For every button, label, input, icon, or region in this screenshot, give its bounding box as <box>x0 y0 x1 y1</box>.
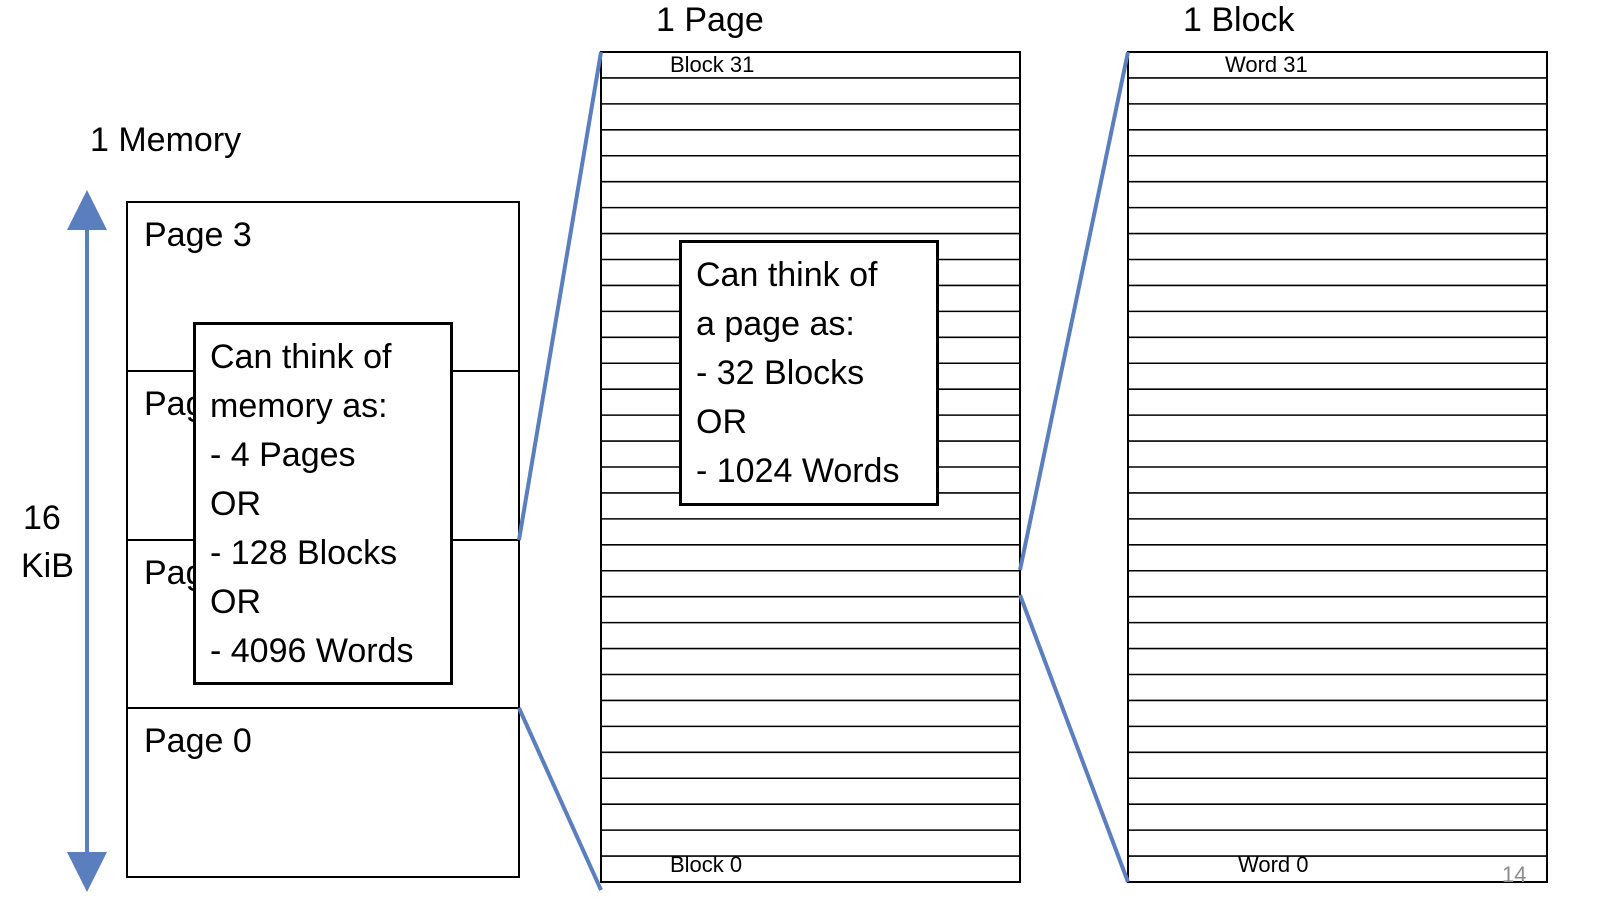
memory-callout: Can think of memory as: - 4 Pages OR - 1… <box>193 322 453 685</box>
callout-line: OR <box>210 583 261 621</box>
callout-line: - 32 Blocks <box>696 354 865 392</box>
callout-line: - 4096 Words <box>210 632 414 670</box>
memory-size-unit: KiB <box>21 547 74 585</box>
callout-line: memory as: <box>210 387 388 425</box>
block-title: 1 Block <box>1183 1 1295 39</box>
memory-size-value: 16 <box>23 499 61 537</box>
block-grid <box>1127 51 1548 883</box>
page-callout: Can think of a page as: - 32 Blocks OR -… <box>679 240 939 506</box>
callout-line: OR <box>210 485 261 523</box>
callout-line: a page as: <box>696 305 855 343</box>
callout-line: OR <box>696 403 747 441</box>
page-top-row-label: Block 31 <box>670 52 755 77</box>
page-bottom-row-label: Block 0 <box>670 852 743 877</box>
callout-line: - 4 Pages <box>210 436 356 474</box>
connector-page-to-block-top <box>1018 51 1130 571</box>
page-grid <box>600 51 1021 883</box>
slide-number: 14 <box>1502 862 1527 887</box>
connector-memory-to-page-bottom <box>517 707 603 891</box>
callout-line: - 1024 Words <box>696 452 900 490</box>
connector-page-to-block-bottom <box>1018 594 1130 883</box>
callout-line: Can think of <box>210 338 392 376</box>
connector-memory-to-page-top <box>517 51 603 541</box>
page-title: 1 Page <box>656 1 764 39</box>
block-bottom-row-label: Word 0 <box>1238 852 1309 877</box>
callout-line: Can think of <box>696 256 878 294</box>
callout-line: - 128 Blocks <box>210 534 398 572</box>
memory-title: 1 Memory <box>90 121 242 159</box>
memory-page-label: Page 3 <box>144 216 252 254</box>
memory-page-label: Page 0 <box>144 722 252 760</box>
block-top-row-label: Word 31 <box>1225 52 1308 77</box>
